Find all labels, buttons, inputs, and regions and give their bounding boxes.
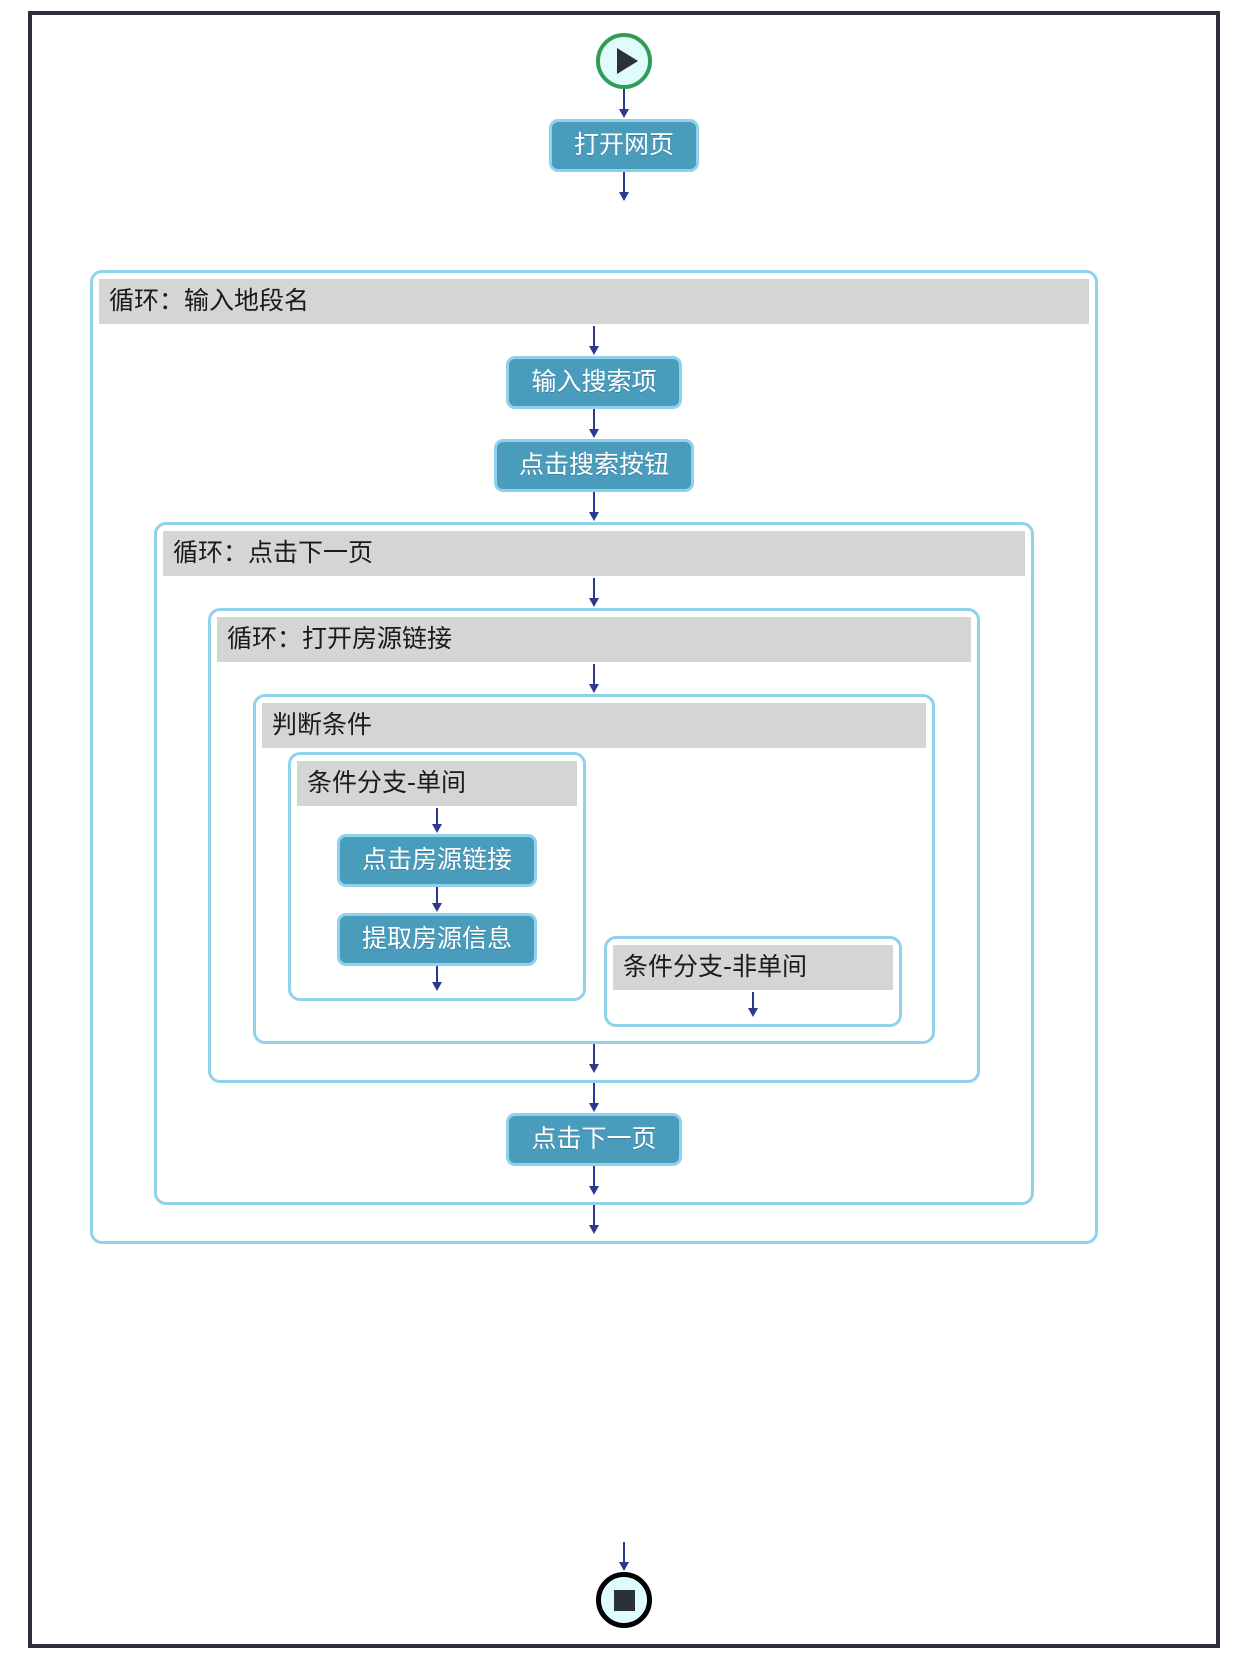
stop-icon [613, 1589, 635, 1611]
condition-header: 判断条件 [262, 703, 926, 748]
arrow-open-page-to-loop-district [617, 172, 631, 202]
loop-next-page-header: 循环：点击下一页 [163, 531, 1025, 576]
condition-branch-row: 条件分支-单间 点击房源链接 提取房源信息 [262, 748, 926, 1027]
top-flow-section: 打开网页 [32, 33, 1216, 202]
branch-non-single-header: 条件分支-非单间 [613, 945, 893, 990]
arrow-to-loop-open-listing [587, 578, 601, 608]
loop-block-open-listing[interactable]: 循环：打开房源链接 判断条件 条件分支-单间 [208, 608, 980, 1083]
node-click-next-page[interactable]: 点击下一页 [506, 1113, 682, 1166]
node-extract-listing-info[interactable]: 提取房源信息 [336, 913, 537, 966]
loop-block-district[interactable]: 循环：输入地段名 输入搜索项 点击搜索按钮 循环：点击下一页 循环：打开房源链接 [90, 270, 1098, 1244]
play-icon [616, 48, 638, 74]
arrow-to-click-listing-link [430, 808, 444, 834]
arrow-branch-non-single-end [746, 992, 760, 1018]
branch-single-body: 点击房源链接 提取房源信息 [297, 806, 577, 992]
arrow-to-extract-listing-info [430, 887, 444, 913]
arrow-to-loop-next-page [587, 492, 601, 522]
arrow-to-click-next-page [587, 1083, 601, 1113]
condition-branch-single[interactable]: 条件分支-单间 点击房源链接 提取房源信息 [288, 752, 586, 1001]
loop-open-listing-body: 判断条件 条件分支-单间 点击房源链接 [217, 662, 971, 1074]
branch-non-single-body [613, 990, 893, 1018]
branch-single-header: 条件分支-单间 [297, 761, 577, 806]
loop-next-page-body: 循环：打开房源链接 判断条件 条件分支-单间 [163, 576, 1025, 1196]
arrow-branch-single-end [430, 966, 444, 992]
start-node[interactable] [596, 33, 652, 89]
condition-branch-non-single[interactable]: 条件分支-非单间 [604, 936, 902, 1027]
condition-block-spacer [262, 1027, 926, 1035]
arrow-to-end-node [617, 1542, 631, 1572]
arrow-to-condition-block [587, 664, 601, 694]
arrow-to-click-search-button [587, 409, 601, 439]
loop-district-header: 循环：输入地段名 [99, 279, 1089, 324]
loop-block-next-page[interactable]: 循环：点击下一页 循环：打开房源链接 判断条件 [154, 522, 1034, 1205]
arrow-loop-next-page-end [587, 1166, 601, 1196]
node-open-page[interactable]: 打开网页 [548, 119, 699, 172]
condition-block[interactable]: 判断条件 条件分支-单间 点击房源链接 [253, 694, 935, 1044]
loop-district-body: 输入搜索项 点击搜索按钮 循环：点击下一页 循环：打开房源链接 [99, 324, 1089, 1235]
node-click-listing-link[interactable]: 点击房源链接 [336, 834, 537, 887]
arrow-loop-open-listing-end [587, 1044, 601, 1074]
node-input-search-term[interactable]: 输入搜索项 [506, 356, 682, 409]
arrow-start-to-open-page [617, 89, 631, 119]
end-node[interactable] [596, 1572, 652, 1628]
arrow-to-input-search-term [587, 326, 601, 356]
bottom-flow-section [32, 1542, 1216, 1628]
node-click-search-button[interactable]: 点击搜索按钮 [493, 439, 694, 492]
loop-open-listing-header: 循环：打开房源链接 [217, 617, 971, 662]
arrow-loop-district-end [587, 1205, 601, 1235]
diagram-outer-frame: 打开网页 循环：输入地段名 输入搜索项 点击搜索按钮 循环：点击下一页 [28, 11, 1220, 1648]
